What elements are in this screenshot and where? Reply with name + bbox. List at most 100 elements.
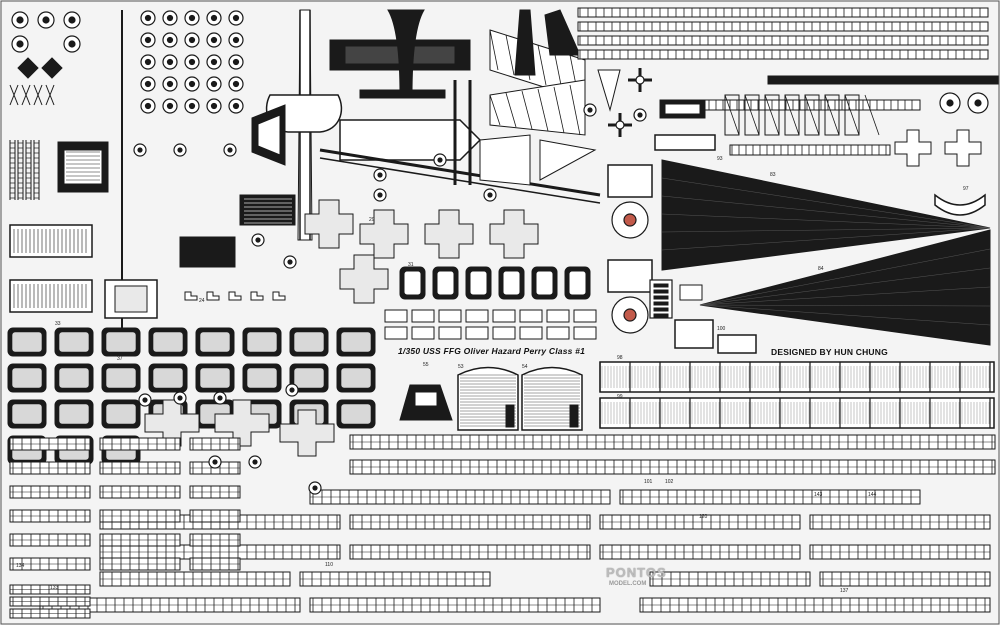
watertight-door-panel — [246, 331, 278, 353]
valve-wheel-hub — [144, 80, 152, 88]
x-brace — [45, 84, 55, 106]
hatch-cover-center — [16, 40, 24, 48]
radar-dish-center — [623, 308, 637, 322]
door-frame-opening — [502, 270, 521, 296]
truss-diagonal — [784, 94, 800, 136]
watertight-door-panel — [105, 403, 137, 425]
small-rack-slot — [653, 289, 669, 294]
cross-deck-part — [944, 129, 982, 167]
valve-wheel-hub — [212, 459, 218, 465]
stair-step — [184, 291, 198, 301]
long-railing-bar — [767, 75, 999, 85]
railing-strip — [577, 49, 989, 60]
lattice-bar — [569, 84, 581, 136]
truss-frame — [744, 94, 760, 136]
part-number: 53 — [458, 364, 464, 370]
valve-wheel-hub — [177, 395, 183, 401]
hull-plate-seam — [699, 267, 991, 306]
watertight-door-panel — [293, 367, 325, 389]
part-number: 100 — [717, 326, 726, 332]
small-rack-slot — [653, 313, 669, 318]
valve-wheel-hub — [232, 80, 240, 88]
hull-plate-seam — [661, 177, 991, 229]
watertight-door-panel — [199, 331, 231, 353]
ship-wheel-hub — [974, 99, 982, 107]
part-number: 137 — [840, 588, 849, 594]
life-raft-rack — [607, 164, 653, 198]
part-number: 97 — [963, 186, 969, 192]
part-number: 102 — [665, 479, 674, 485]
door-frame-opening — [403, 270, 422, 296]
door-frame-opening — [568, 270, 587, 296]
deck-plate-window — [63, 149, 103, 185]
valve-wheel-hub — [210, 14, 218, 22]
railing-strip — [577, 7, 989, 18]
valve-wheel-hub — [166, 102, 174, 110]
part-number: 33 — [55, 321, 61, 327]
truss-diagonal — [844, 94, 860, 136]
small-rack-slot — [653, 307, 669, 312]
hatch-cover-center — [42, 16, 50, 24]
part-number: 110 — [325, 562, 333, 568]
valve-wheel-hub — [437, 157, 443, 163]
valve-wheel-hub — [144, 102, 152, 110]
watertight-door-panel — [340, 367, 372, 389]
valve-wheel-hub — [166, 80, 174, 88]
part-number: 144 — [868, 492, 877, 498]
hangar-door-mark — [569, 404, 579, 428]
watertight-door-panel — [11, 331, 43, 353]
lattice-bar — [553, 86, 565, 134]
truss-diagonal — [764, 94, 780, 136]
ship-wheel-hub — [946, 99, 954, 107]
truss-frame — [804, 94, 820, 136]
small-box — [679, 284, 703, 301]
valve-wheel-hub — [487, 192, 493, 198]
lattice-bar — [537, 88, 549, 132]
vent-box — [179, 236, 236, 268]
valve-wheel-hub — [377, 172, 383, 178]
truss-frame — [724, 94, 740, 136]
small-bracket — [384, 309, 408, 323]
mesh-cross-plate — [424, 209, 474, 259]
valve-wheel-hub — [217, 395, 223, 401]
mesh-cross-plate — [339, 254, 389, 304]
aircraft-tailplane — [359, 89, 446, 99]
hatch-cover-center — [68, 40, 76, 48]
x-brace — [33, 84, 43, 106]
valve-wheel-hub — [188, 80, 196, 88]
hull-plate-83 — [661, 159, 991, 271]
mesh-cross-plate — [304, 199, 354, 249]
watertight-door-panel — [340, 331, 372, 353]
valve-wheel-hub — [166, 14, 174, 22]
stair-step — [206, 291, 220, 301]
stair-step — [272, 291, 286, 301]
valve-wheel-hub — [232, 36, 240, 44]
hangar-door — [521, 366, 583, 431]
curved-bracket — [934, 193, 986, 216]
hull-plate-seam — [699, 304, 991, 326]
lattice-bar — [489, 94, 501, 126]
valve-wheel-hub — [188, 14, 196, 22]
part-number: 83 — [770, 172, 776, 178]
valve-wheel-hub — [227, 147, 233, 153]
valve-wheel-hub — [637, 112, 643, 118]
watertight-door-panel — [105, 331, 137, 353]
watertight-door-panel — [105, 367, 137, 389]
radar-dish-center — [623, 213, 637, 227]
railing-strip — [729, 144, 891, 156]
valve-wheel-hub — [232, 102, 240, 110]
hull-plate-seam — [661, 227, 991, 251]
small-box — [717, 334, 757, 354]
part-number: 54 — [522, 364, 528, 370]
cross-hub — [615, 120, 625, 130]
small-bracket — [573, 309, 597, 323]
grill-panel — [9, 279, 93, 313]
valve-wheel-hub — [252, 459, 258, 465]
watertight-door-panel — [11, 367, 43, 389]
railing-strip — [577, 35, 989, 46]
lattice-bar — [521, 90, 533, 130]
part-number: 37 — [117, 356, 123, 362]
grill-panel — [9, 224, 93, 258]
